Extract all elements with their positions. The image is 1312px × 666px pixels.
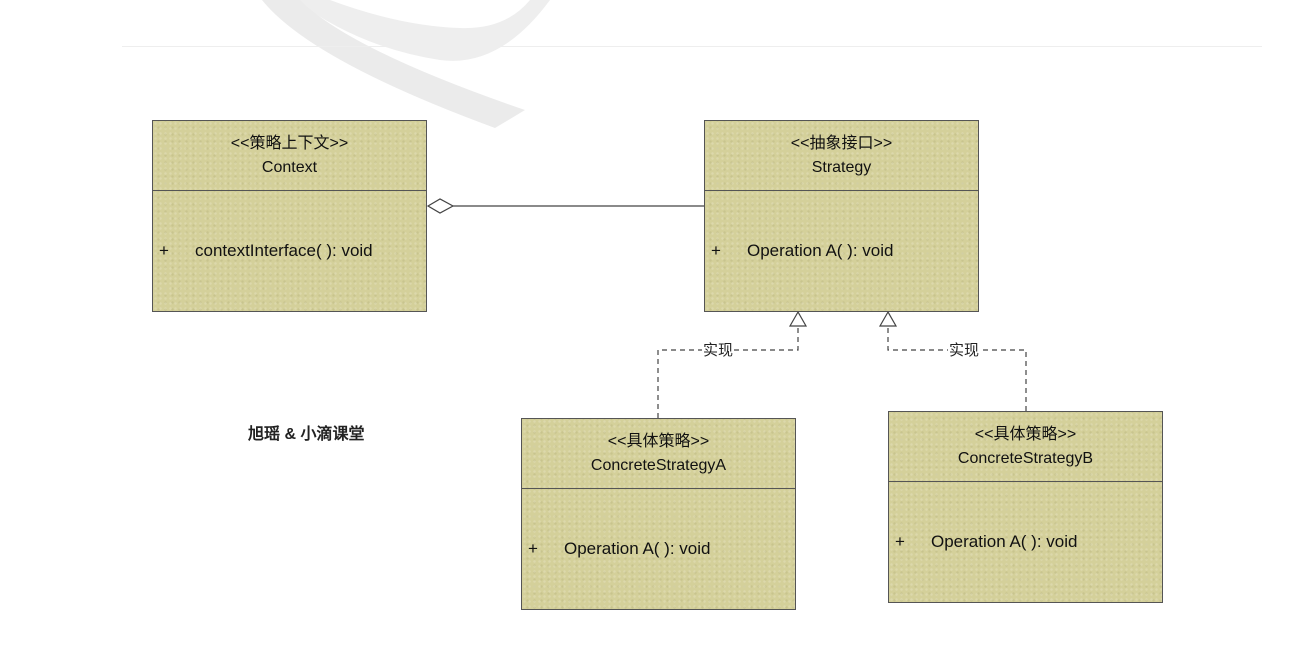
operation-visibility: + [711,241,721,260]
class-operation: + Operation A( ): void [895,532,1077,552]
operation-signature: Operation A( ): void [564,539,711,558]
operation-signature: Operation A( ): void [747,241,894,260]
aggregation-diamond [426,198,455,214]
class-concrete-strategy-a[interactable]: <<具体策略>> ConcreteStrategyA + Operation A… [521,418,796,610]
class-header: <<具体策略>> ConcreteStrategyA [522,419,795,489]
class-operation: + Operation A( ): void [528,539,710,559]
class-name: ConcreteStrategyA [590,456,727,474]
operation-signature: Operation A( ): void [931,532,1078,551]
class-operation: + contextInterface( ): void [159,241,373,261]
operation-visibility: + [159,241,169,260]
credit-note: 旭瑶 & 小滴课堂 [248,426,365,443]
class-stereotype: <<具体策略>> [607,432,710,450]
realize-a-label: 实现 [702,342,735,360]
realize-b-line [887,326,1027,411]
realize-a-line [657,326,799,418]
operation-signature: contextInterface( ): void [195,241,373,260]
class-context[interactable]: <<策略上下文>> Context + contextInterface( ):… [152,120,427,312]
top-divider [122,46,1262,47]
class-name: Context [261,158,318,176]
operation-visibility: + [895,532,905,551]
class-concrete-strategy-b[interactable]: <<具体策略>> ConcreteStrategyB + Operation A… [888,411,1163,603]
realize-b-label: 实现 [948,342,981,360]
class-header: <<策略上下文>> Context [153,121,426,191]
class-header: <<抽象接口>> Strategy [705,121,978,191]
class-name: ConcreteStrategyB [957,449,1094,467]
class-stereotype: <<抽象接口>> [790,134,893,152]
class-operations: + Operation A( ): void [705,191,978,311]
class-operations: + Operation A( ): void [889,482,1162,602]
class-header: <<具体策略>> ConcreteStrategyB [889,412,1162,482]
class-operations: + contextInterface( ): void [153,191,426,311]
realize-b-arrow [878,310,898,327]
class-operations: + Operation A( ): void [522,489,795,609]
operation-visibility: + [528,539,538,558]
class-operation: + Operation A( ): void [711,241,893,261]
class-strategy[interactable]: <<抽象接口>> Strategy + Operation A( ): void [704,120,979,312]
class-stereotype: <<具体策略>> [974,425,1077,443]
class-name: Strategy [811,158,872,176]
class-stereotype: <<策略上下文>> [230,134,349,152]
realize-a-arrow [788,310,808,327]
